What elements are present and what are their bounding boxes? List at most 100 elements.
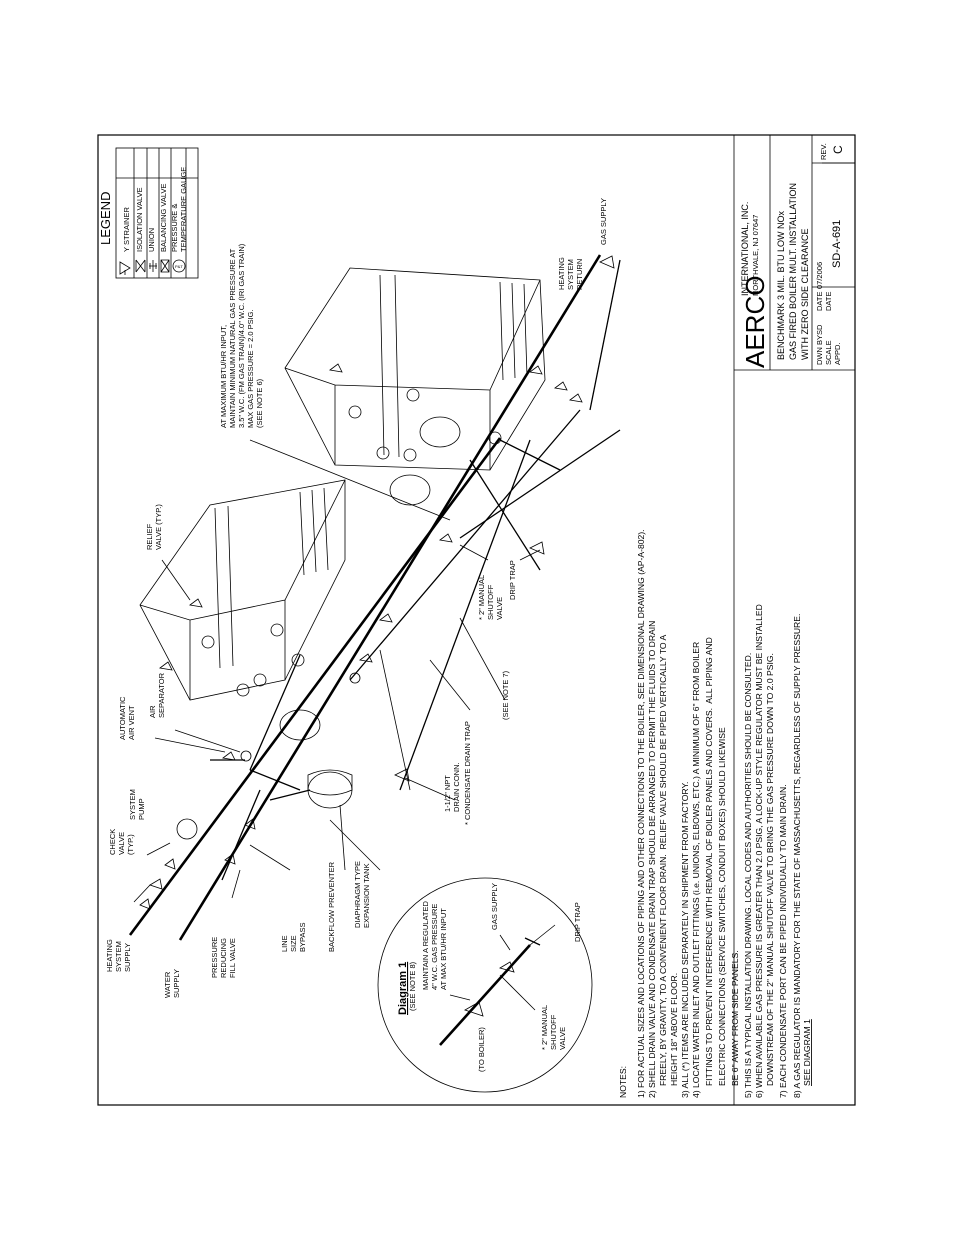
drawing-number: SD-A-691 bbox=[831, 220, 843, 268]
callout-gas-note-1: AT MAXIMUM BTU/HR INPUT, bbox=[219, 325, 228, 428]
diagram1-maintain-3: AT MAX BTU/HR INPUT bbox=[439, 908, 448, 990]
pipe-components bbox=[139, 255, 615, 910]
note-2a: 2) SHELL DRAIN VALVE AND CONDENSATE DRAI… bbox=[647, 621, 657, 1098]
note-4d: BE 6" AWAY FROM SIDE PANELS. bbox=[730, 950, 740, 1098]
callout-prv-1: PRESSURE bbox=[210, 937, 219, 978]
note-5: 5) THIS IS A TYPICAL INSTALLATION DRAWIN… bbox=[743, 653, 753, 1098]
callout-heating-supply-1: HEATING bbox=[105, 939, 114, 972]
note-2b: FREELY, BY GRAVITY, TO A CONVENIENT FLOO… bbox=[658, 634, 668, 1098]
diagram1-to-boiler: (TO BOILER) bbox=[477, 1027, 486, 1072]
callout-gas-supply: GAS SUPPLY bbox=[599, 198, 608, 245]
callout-gas-note-5: (SEE NOTE 6) bbox=[255, 378, 264, 428]
title-line-3: WITH ZERO SIDE CLEARANCE bbox=[800, 228, 810, 360]
gauge-icon bbox=[172, 259, 186, 273]
company-address: NORTHVALE, NJ 07647 bbox=[751, 215, 760, 296]
callout-backflow: BACKFLOW PREVENTER bbox=[327, 861, 336, 952]
drip-trap-icon bbox=[529, 541, 545, 555]
callout-gas-note-3: 3.5" W.C. (FM GAS TRAIN)/4.0" W.C. (IRI … bbox=[237, 243, 246, 428]
legend-union: UNION bbox=[147, 228, 156, 252]
note-6a: 6) WHEN AVAILABLE GAS PRESSURE IS GREATE… bbox=[754, 604, 764, 1098]
note-4b: FITTINGS TO PREVENT INTERFERENCE WITH RE… bbox=[704, 637, 714, 1098]
callout-air-vent-1: AUTOMATIC bbox=[118, 696, 127, 740]
callout-gas-note-2: MAINTAIN MINIMUM NATURAL GAS PRESSURE AT bbox=[228, 248, 237, 428]
note-4c: ELECTRIC CONNECTIONS (SERVICE SWITCHES, … bbox=[717, 727, 727, 1098]
title-block: AERCO INTERNATIONAL, INC. NORTHVALE, NJ … bbox=[733, 135, 855, 1105]
callout-return-2: SYSTEM bbox=[566, 259, 575, 290]
company-logo: AERCO bbox=[740, 276, 770, 368]
callout-water-supply-1: WATER bbox=[163, 971, 172, 998]
gauge-icon-text: P&T bbox=[175, 264, 183, 269]
callout-drain-2: DRAIN CONN. bbox=[452, 762, 461, 812]
note-1: 1) FOR ACTUAL SIZES AND LOCATIONS OF PIP… bbox=[636, 529, 646, 1098]
date-value: 07/2006 bbox=[815, 262, 824, 289]
note-7: 7) EACH CONDENSATE PORT CAN BE PIPED IND… bbox=[778, 784, 788, 1098]
callout-shutoff-2: SHUTOFF bbox=[486, 584, 495, 620]
callout-drain-1: 1-1/2" NPT bbox=[443, 775, 452, 812]
rev-label: REV. bbox=[819, 143, 828, 160]
diagram1-valve-1: * 2" MANUAL bbox=[540, 1005, 549, 1050]
appd-label: APPD. bbox=[833, 342, 842, 365]
callout-air-vent-2: AIR VENT bbox=[127, 705, 136, 740]
dwn-by-label: DWN BY bbox=[815, 335, 824, 365]
legend-y-strainer: Y STRAINER bbox=[122, 207, 131, 252]
callout-tank-2: EXPANSION TANK bbox=[362, 863, 371, 928]
note-8: 8) A GAS REGULATOR IS MANDATORY FOR THE … bbox=[792, 614, 802, 1098]
system-pump-icon bbox=[176, 818, 198, 840]
diagram1-title: Diagram 1 bbox=[397, 962, 409, 1015]
legend: LEGEND P&T Y STRAINER ISOLATION VALVE UN… bbox=[98, 147, 199, 279]
union-icon bbox=[149, 260, 157, 272]
boiler-right bbox=[284, 267, 546, 506]
air-separator-icon bbox=[222, 751, 236, 761]
diagram1-subtitle: (SEE NOTE 8) bbox=[408, 961, 417, 1011]
y-strainer-icon bbox=[119, 261, 131, 275]
callout-shutoff-3: VALVE bbox=[495, 597, 504, 620]
diagram1-valve-2: SHUTOFF bbox=[549, 1014, 558, 1050]
date-label: DATE bbox=[815, 292, 824, 311]
scale-label: SCALE bbox=[824, 340, 833, 365]
callout-bypass-3: BYPASS bbox=[298, 923, 307, 952]
callout-air-separator-1: AIR bbox=[148, 705, 157, 718]
boiler-left bbox=[139, 479, 346, 741]
callout-gas-note-4: MAX GAS PRESSURE = 2.0 PSIG. bbox=[246, 309, 255, 428]
callout-prv-3: FILL VALVE bbox=[228, 938, 237, 978]
callout-heating-supply-3: SUPPLY bbox=[123, 943, 132, 972]
relief-valve-icon bbox=[189, 598, 203, 608]
callout-tank-1: DIAPHRAGM TYPE bbox=[353, 861, 362, 928]
diagram1-maintain-1: MAINTAIN A REGULATED bbox=[421, 901, 430, 990]
callout-check-valve-2: VALVE bbox=[117, 832, 126, 855]
callout-system-pump-2: PUMP bbox=[137, 798, 146, 820]
callout-check-valve-1: CHECK bbox=[108, 829, 117, 855]
callout-relief-valve-2: VALVE (TYP.) bbox=[154, 504, 163, 550]
note-6b: DOWNSTREAM OF THE 2" MANUAL SHUTOFF VALV… bbox=[765, 653, 775, 1098]
callout-heating-supply-2: SYSTEM bbox=[114, 941, 123, 972]
legend-isolation-valve: ISOLATION VALVE bbox=[135, 187, 144, 252]
diagram-1: Diagram 1 (SEE NOTE 8) MAINTAIN A REGULA… bbox=[377, 877, 593, 1093]
title-line-2: GAS FIRED BOILER MULT. INSTALLATION bbox=[788, 183, 798, 360]
legend-balancing-valve: BALANCING VALVE bbox=[159, 184, 168, 253]
isolation-valve-icon bbox=[135, 259, 146, 273]
callout-return-3: RETURN bbox=[575, 259, 584, 290]
legend-pt-gauge-1: PRESSURE & bbox=[170, 204, 179, 252]
notes-block: NOTES: 1) FOR ACTUAL SIZES AND LOCATIONS… bbox=[618, 529, 812, 1098]
callout-return-1: HEATING bbox=[557, 257, 566, 290]
legend-title: LEGEND bbox=[98, 192, 113, 245]
air-vent-icon bbox=[159, 661, 173, 671]
company-name: INTERNATIONAL, INC. bbox=[740, 202, 750, 296]
piping bbox=[128, 254, 621, 941]
callout-condensate-trap: * CONDENSATE DRAIN TRAP bbox=[463, 721, 472, 825]
date-label-2: DATE bbox=[824, 292, 833, 311]
notes-header: NOTES: bbox=[618, 1066, 628, 1098]
expansion-tank bbox=[269, 769, 353, 809]
see-diagram-1-link[interactable]: SEE DIAGRAM 1 bbox=[802, 1019, 812, 1086]
gas-trap-icon bbox=[599, 255, 615, 269]
diagram1-gas-supply: GAS SUPPLY bbox=[490, 883, 499, 930]
callout-relief-valve-1: RELIEF bbox=[145, 523, 154, 550]
note-2c: HEIGHT 18" ABOVE FLOOR. bbox=[669, 973, 679, 1098]
rev-value: C bbox=[831, 145, 845, 154]
callout-see-note-7: (SEE NOTE 7) bbox=[501, 670, 510, 720]
callout-drip-trap: DRIP TRAP bbox=[508, 560, 517, 600]
callout-bypass-2: SIZE bbox=[289, 935, 298, 952]
callout-prv-2: REDUCING bbox=[219, 938, 228, 978]
dwn-by-value: SD bbox=[815, 324, 824, 335]
